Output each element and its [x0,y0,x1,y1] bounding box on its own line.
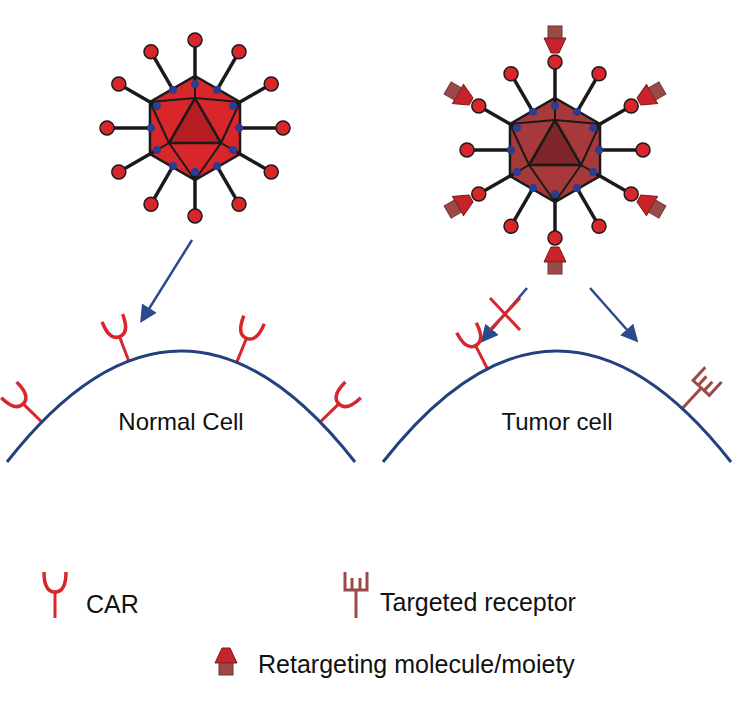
fiber [472,99,521,132]
capsid-face [169,98,221,143]
capsid-edge [221,102,240,143]
capsid-edge [150,102,169,143]
fiber [573,67,606,116]
receptors [1,314,721,430]
capsid-face [529,120,581,165]
block-cross [490,298,520,330]
retargeting-molecule [634,78,668,111]
retargeting-molecule [634,189,668,222]
legend-symbol [215,648,237,675]
block-cross [490,298,520,330]
fiber [100,121,155,135]
legend-symbol [44,572,66,618]
cell-membrane: Normal Cell [5,340,357,465]
retargeting-molecule [442,78,476,111]
fiber [188,168,202,223]
fiber [112,146,161,179]
fiber [548,55,562,110]
cell-label: Normal Cell [5,408,357,436]
capsid-edge [529,165,555,202]
fiber [589,168,638,201]
legend-symbol [345,572,367,618]
capsid-edge [555,165,581,202]
capsid-edge [195,143,221,180]
capsid-edge [510,120,555,124]
retargeting-molecule [442,189,476,222]
arrows [142,240,636,340]
capsid-edge [555,120,600,124]
fiber [144,45,177,94]
binding-arrow [590,288,636,340]
fiber [504,67,537,116]
viruses [100,26,668,274]
capsid [150,76,240,180]
fiber [548,190,562,245]
cell-outline [5,340,357,465]
fiber [229,77,278,110]
fiber [144,162,177,211]
capsid-edge [195,98,240,102]
retargeting-molecule [544,247,566,274]
capsid-edge [150,98,195,102]
fiber [595,143,650,157]
fiber [472,168,521,201]
fiber [460,143,515,157]
capsid-edge [510,124,529,165]
adenovirus [100,33,290,223]
capsid-edge [169,143,195,180]
fiber [235,121,290,135]
car-receptor [226,316,264,367]
fiber [229,146,278,179]
cell-membrane: Tumor cell [381,340,733,465]
cell-label: Tumor cell [381,408,733,436]
retargeting-molecule [544,26,566,53]
blocked-arrow [483,288,527,340]
fiber [213,162,246,211]
legend-label: Retargeting molecule/moiety [258,650,575,679]
legend-label: CAR [86,590,139,619]
fiber [573,184,606,233]
fiber [188,33,202,88]
car-receptor [102,314,139,365]
binding-arrow [142,240,192,320]
fiber [213,45,246,94]
fiber [504,184,537,233]
cell-outline [381,340,733,465]
capsid-edge [581,124,600,165]
legend-label: Targeted receptor [380,588,576,617]
fiber [112,77,161,110]
capsid [510,98,600,202]
retargeted-adenovirus [442,26,668,274]
fiber [589,99,638,132]
